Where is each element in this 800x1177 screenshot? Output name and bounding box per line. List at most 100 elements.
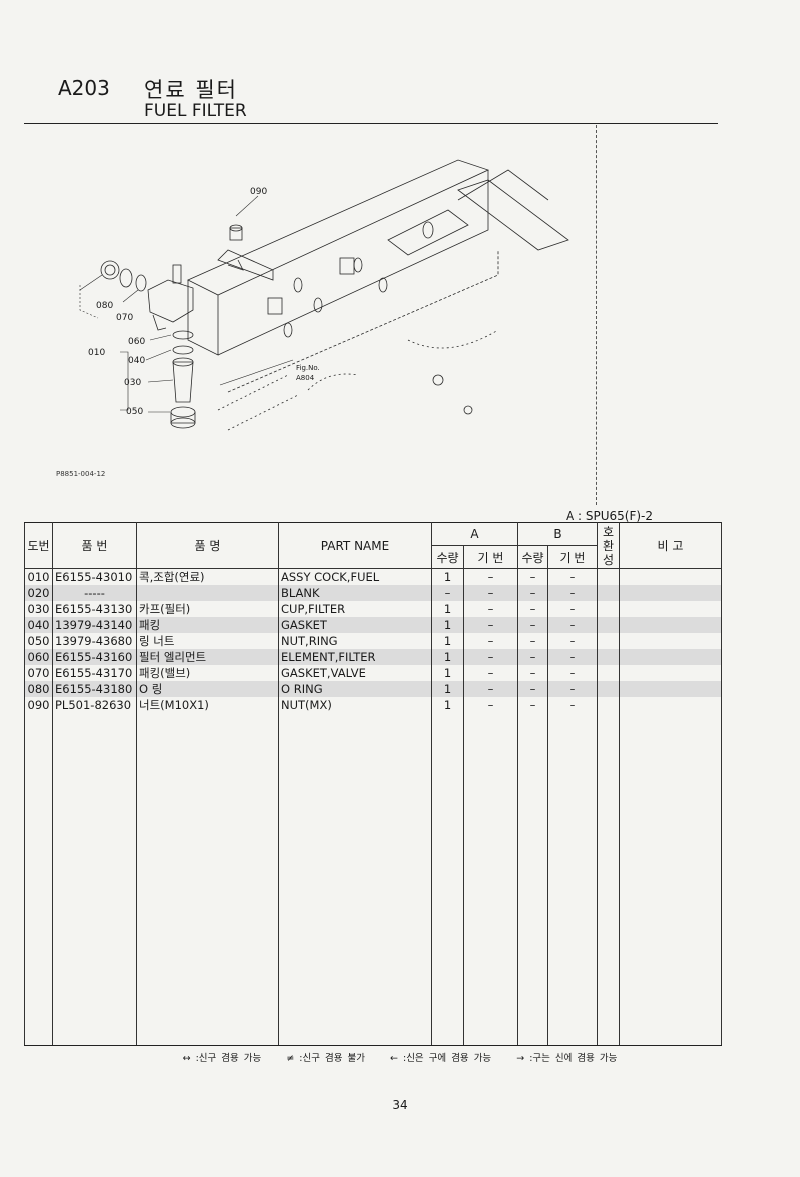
cell-b-code: – [546,649,599,665]
callout-030: 030 [124,378,141,388]
fuel-cock-body [100,260,196,429]
filler-cell [24,713,53,1046]
cell-b-qty: – [517,681,548,697]
cell-no: 050 [24,633,53,649]
cell-name-en: NUT(MX) [278,697,432,713]
cell-no: 060 [24,649,53,665]
cell-no: 090 [24,697,53,713]
cell-b-code: – [546,601,599,617]
cell-b-code: – [546,617,599,633]
callout-010: 010 [88,348,105,358]
table-row: 010 E6155-43010 콕,조합(연료) ASSY COCK,FUEL … [24,568,722,585]
cell-b-qty: – [517,633,548,649]
cell-name-ko: O 링 [136,681,279,697]
table-subheader-row: 수량 기 번 수량 기 번 [25,545,722,569]
cell-name-ko [136,585,279,601]
cell-name-en: NUT,RING [278,633,432,649]
filler-cell [136,713,279,1046]
cell-no: 020 [24,585,53,601]
table-row: 070 E6155-43170 패킹(밸브) GASKET,VALVE 1 – … [24,665,722,681]
cell-remarks [619,601,722,617]
cell-a-qty: 1 [431,665,464,681]
cell-part-no: E6155-43160 [52,649,137,665]
cell-interchange [597,585,621,601]
table-header-row: 도번 품 번 품 명 PART NAME A B 호환성 비 고 [24,522,722,569]
callout-080: 080 [96,301,113,311]
figure-code: P8851-004-12 [56,470,106,478]
cell-remarks [619,697,722,713]
section-code: A203 [58,76,110,100]
legend-item: ≠ :신구 겸용 불가 [286,1053,365,1064]
cell-a-code: – [463,665,518,681]
cell-a-code: – [463,681,518,697]
header-a-qty: 수량 [431,545,464,569]
callout-070: 070 [116,313,133,323]
cell-b-code: – [546,585,599,601]
cell-name-ko: 패킹 [136,617,279,633]
fig-ref-label: Fig.No. [296,364,320,372]
cell-name-ko: 링 너트 [136,633,279,649]
callout-060: 060 [128,337,145,347]
cell-b-code: – [546,681,599,697]
cell-a-qty: – [431,585,464,601]
cell-part-no: PL501-82630 [52,697,137,713]
cell-name-ko: 카프(필터) [136,601,279,617]
cell-name-en: GASKET [278,617,432,633]
cell-name-en: CUP,FILTER [278,601,432,617]
cell-a-qty: 1 [431,601,464,617]
table-row: 020 ----- BLANK – – – – [24,585,722,601]
cell-remarks [619,633,722,649]
filler-cell [52,713,137,1046]
cell-name-ko: 너트(M10X1) [136,697,279,713]
cell-part-no: E6155-43180 [52,681,137,697]
table-row: 040 13979-43140 패킹 GASKET 1 – – – [24,617,722,633]
cell-b-qty: – [517,697,548,713]
model-label: A : SPU65(F)-2 [566,509,654,523]
header-group-a: A [431,522,518,546]
header-name-en: PART NAME [278,522,432,569]
cell-name-ko: 필터 엘리먼트 [136,649,279,665]
table-row: 090 PL501-82630 너트(M10X1) NUT(MX) 1 – – … [24,697,722,713]
filler-cell [597,713,621,1046]
filler-cell [431,713,464,1046]
callout-leaders [79,274,294,413]
cell-name-en: O RING [278,681,432,697]
cell-part-no: E6155-43130 [52,601,137,617]
compatibility-legend: ↔ :신구 겸용 가능 ≠ :신구 겸용 불가 ← :신은 구에 겸용 가능 →… [0,1050,800,1064]
cell-name-ko: 패킹(밸브) [136,665,279,681]
section-title-english: FUEL FILTER [144,101,247,121]
fuel-filter-exploded-diagram: 090 080 070 060 040 030 050 010 Fig.No. … [79,159,569,431]
cell-name-en: GASKET,VALVE [278,665,432,681]
cell-no: 030 [24,601,53,617]
cell-a-code: – [463,568,518,585]
filler-cell [619,713,722,1046]
header-no: 도번 [24,522,53,569]
cell-remarks [619,617,722,633]
cell-name-en: ELEMENT,FILTER [278,649,432,665]
cell-a-code: – [463,617,518,633]
cell-interchange [597,601,621,617]
cell-remarks [619,665,722,681]
filler-cell [463,713,518,1046]
filler-cell [278,713,432,1046]
table-row: 050 13979-43680 링 너트 NUT,RING 1 – – – [24,633,722,649]
cell-b-qty: – [517,601,548,617]
cell-interchange [597,681,621,697]
cell-b-qty: – [517,585,548,601]
header-remarks: 비 고 [619,522,722,569]
cell-b-qty: – [517,617,548,633]
header-a-code: 기 번 [463,545,518,569]
cell-a-code: – [463,585,518,601]
cell-remarks [619,649,722,665]
callout-numbers: 090 080 070 060 040 030 050 010 Fig.No. … [88,187,320,417]
page-number: 34 [392,1098,408,1112]
cell-remarks [619,585,722,601]
header-rule [24,123,718,124]
header-b-qty: 수량 [517,545,548,569]
cell-part-no: E6155-43170 [52,665,137,681]
cell-interchange [597,633,621,649]
cell-b-code: – [546,665,599,681]
cell-b-code: – [546,697,599,713]
cell-name-ko: 콕,조합(연료) [136,568,279,585]
cell-a-qty: 1 [431,633,464,649]
